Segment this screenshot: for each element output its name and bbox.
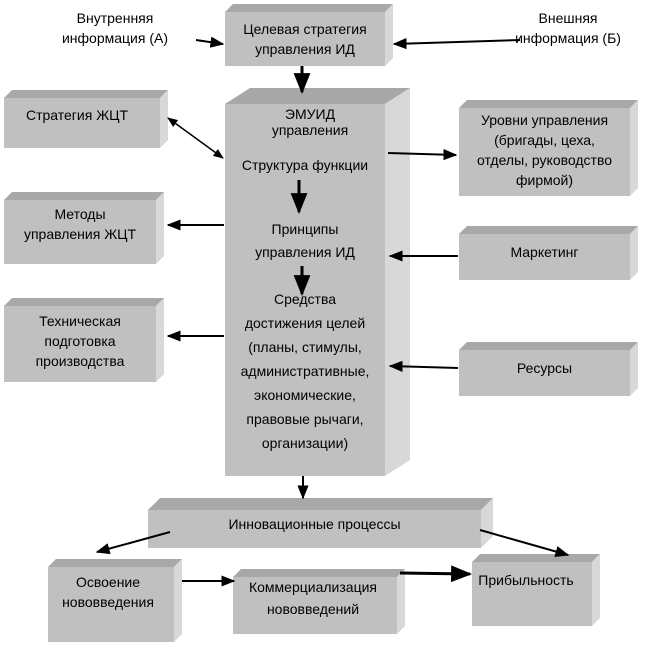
box-zhct-methods xyxy=(4,192,164,264)
arrow-innovation-to-profitability xyxy=(479,529,570,557)
target-strategy-label: Целевая стратегия управления ИД xyxy=(243,21,367,57)
zhct-methods-label: Методы управления ЖЦТ xyxy=(23,206,137,242)
zhct-strategy-label: Стратегия ЖЦТ xyxy=(25,107,129,123)
box-target-strategy xyxy=(225,4,393,66)
arrow-innovation-to-mastering xyxy=(95,531,171,555)
arrow-commercialization-to-profitability xyxy=(399,565,473,583)
box-mgmt-levels xyxy=(459,100,638,196)
marketing-label: Маркетинг xyxy=(510,244,579,260)
arrow-zhct-strategy-emuid xyxy=(167,117,224,159)
arrow-internal-to-target xyxy=(195,36,225,48)
box-mastering xyxy=(48,559,182,642)
resources-label: Ресурсы xyxy=(516,360,573,376)
principles-label: Принципы управления ИД xyxy=(255,221,355,260)
box-profitability xyxy=(472,554,600,626)
arrow-external-to-target xyxy=(392,38,521,50)
internal-info-label: Внутренняя информация (А) xyxy=(61,10,169,46)
box-innovation xyxy=(148,498,493,548)
mastering-label: Освоение нововведения xyxy=(62,574,154,610)
commercialization-label: Коммерциализация нововведений xyxy=(248,579,377,617)
box-resources xyxy=(459,342,638,396)
tech-prep-label: Техническая подготовка производства xyxy=(35,313,125,369)
profitability-label: Прибыльность xyxy=(478,572,574,588)
mgmt-levels-label: Уровни управления (бригады, цеха, отделы… xyxy=(476,112,613,188)
box-zhct-strategy xyxy=(4,90,168,148)
external-info-label: Внешняя информация (Б) xyxy=(515,10,621,46)
arrow-resources-to-emuid xyxy=(388,360,459,372)
box-marketing xyxy=(459,226,638,280)
box-commercialization xyxy=(233,569,405,634)
arrow-emuid-to-levels xyxy=(387,149,458,161)
means-label: Средства достижения целей (планы, стимул… xyxy=(240,291,370,451)
emuid-title-label: ЭМУИД управления xyxy=(271,106,349,138)
structure-label: Структура функции xyxy=(241,157,369,173)
box-tech-prep xyxy=(4,298,164,382)
innovation-label: Инновационные процессы xyxy=(228,516,401,532)
